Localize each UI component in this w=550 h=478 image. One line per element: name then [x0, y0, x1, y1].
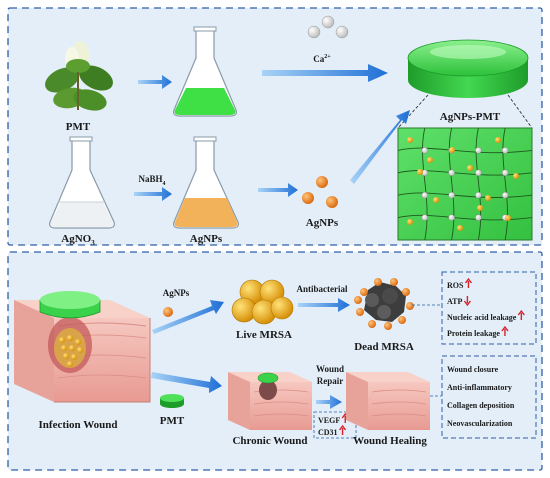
arrow-agnps-to-gel	[350, 110, 410, 184]
agnp-in-network	[427, 157, 433, 163]
calcium-crosslink-node	[502, 147, 509, 154]
nabh4-label: NaBH4	[138, 174, 165, 187]
agno3-label: AgNO3	[61, 233, 95, 247]
network-strand	[422, 127, 428, 241]
green-extract-flask	[173, 26, 237, 117]
wound-repair-label-2: Repair	[317, 376, 344, 386]
calcium-crosslink-node	[475, 147, 482, 154]
calcium-crosslink-node	[421, 191, 428, 199]
arrow-wound-repair	[316, 395, 342, 409]
agnp-in-network	[449, 147, 455, 153]
arrow-wound-to-mrsa	[152, 300, 224, 334]
arrow-flask-to-particles	[258, 183, 298, 197]
bacterial-effect-label: Nucleic acid leakage	[447, 313, 517, 322]
infection-wound-illustration	[14, 291, 151, 403]
agnp-in-network	[495, 137, 501, 143]
bacterial-effect-label: Protein leakage	[447, 329, 500, 338]
agnp-in-network	[457, 225, 463, 231]
arrow-flask-to-gel	[262, 64, 388, 82]
agnp-in-network	[407, 219, 413, 225]
wound-healing-illustration	[346, 372, 430, 430]
network-strand	[475, 127, 482, 241]
bottom-agnps-label: AgNPs	[163, 288, 190, 298]
up-arrow-icon	[517, 309, 525, 320]
calcium-crosslink-node	[448, 214, 455, 221]
bacterial-effect-label: ROS	[447, 281, 464, 290]
healing-effect-label: Anti-inflammatory	[447, 383, 512, 392]
markers-box	[313, 411, 357, 439]
agnp-in-network	[513, 173, 519, 179]
agnps-label: AgNPs	[306, 217, 339, 229]
calcium-crosslink-node	[502, 169, 509, 177]
agnps-pmt-hydrogel-disc	[407, 39, 529, 98]
bacterial-effect-label: ATP	[447, 297, 463, 306]
pmt-disc-icon	[160, 394, 184, 408]
agnp-in-network	[467, 165, 473, 171]
calcium-crosslink-node	[475, 191, 482, 199]
down-arrow-icon	[463, 296, 471, 307]
up-arrow-icon	[464, 277, 473, 288]
agnp-in-network	[505, 215, 511, 221]
up-arrow-icon	[501, 325, 509, 336]
pmt-label: PMT	[66, 121, 91, 133]
agnp-particle-icon	[163, 307, 173, 317]
calcium-ions-icon	[307, 15, 349, 39]
agnp-in-network	[485, 195, 491, 201]
calcium-crosslink-node	[502, 191, 509, 199]
agno3-flask	[49, 136, 115, 229]
calcium-label: Ca2+	[313, 54, 331, 64]
chronic-wound-illustration	[228, 372, 312, 430]
marker-label: VEGF	[318, 416, 340, 425]
antibacterial-label: Antibacterial	[297, 284, 348, 294]
arrow-agno3-to-agnps	[134, 187, 172, 201]
calcium-crosslink-node	[475, 169, 482, 177]
calcium-crosslink-node	[448, 191, 455, 199]
zoom-line-right	[507, 94, 533, 129]
chronic-wound-label: Chronic Wound	[232, 435, 307, 447]
network-strand	[448, 127, 455, 241]
agnp-in-network	[417, 169, 423, 175]
agnps-flask	[173, 136, 239, 229]
dead-mrsa-label: Dead MRSA	[354, 341, 414, 353]
agnp-in-network	[477, 205, 483, 211]
arrow-wound-to-chronic	[151, 372, 222, 393]
zoom-line-left	[397, 94, 429, 129]
hydrogel-network-zoom	[397, 127, 533, 241]
pmt-plant-illustration	[45, 41, 113, 111]
calcium-crosslink-node	[421, 214, 428, 221]
arrow-pmt-to-flask	[138, 75, 172, 89]
bacterial-effects-box	[441, 271, 537, 345]
live-mrsa-label: Live MRSA	[236, 329, 292, 341]
live-mrsa-cluster	[231, 279, 294, 325]
wound-healing-label: Wound Healing	[353, 435, 427, 447]
agnps-pmt-label: AgNPs-PMT	[440, 111, 501, 123]
network-strand	[502, 127, 508, 241]
infection-wound-label: Infection Wound	[39, 419, 118, 431]
calcium-crosslink-node	[475, 214, 482, 221]
agnp-in-network	[407, 137, 413, 143]
arrow-antibacterial	[298, 298, 350, 312]
agnp-in-network	[433, 197, 439, 203]
calcium-crosslink-node	[448, 169, 455, 177]
flask-agnps-label: AgNPs	[190, 233, 223, 245]
bottom-pmt-label: PMT	[160, 415, 185, 427]
dead-mrsa-cluster	[354, 278, 414, 330]
up-arrow-icon	[339, 424, 347, 435]
healing-effect-label: Wound closure	[447, 365, 499, 374]
agnps-particles-icon	[302, 176, 338, 208]
markers-list: VEGF CD31	[318, 412, 349, 437]
calcium-crosslink-node	[421, 147, 428, 154]
healing-effect-label: Neovascularization	[447, 419, 513, 428]
marker-label: CD31	[318, 428, 338, 437]
healing-effect-label: Collagen deposition	[447, 401, 515, 410]
wound-repair-label-1: Wound	[316, 364, 344, 374]
